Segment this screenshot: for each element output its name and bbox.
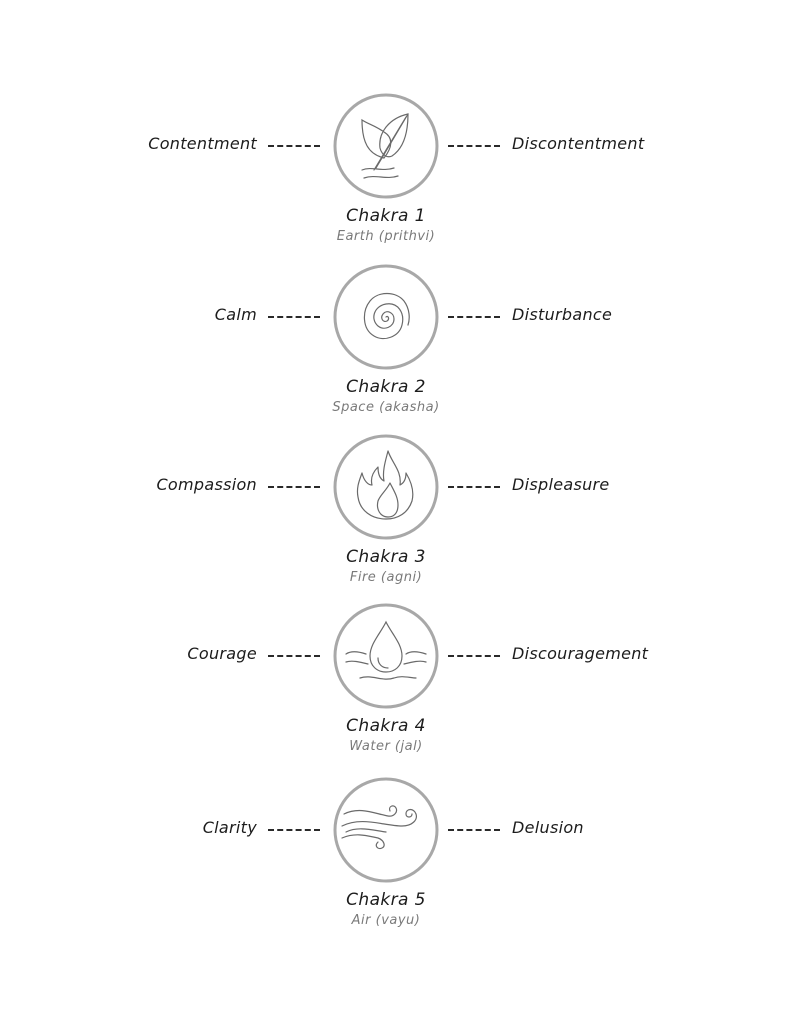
spiral-icon <box>332 263 440 371</box>
connector-dash-right <box>448 486 500 488</box>
connector-dash-left <box>268 829 320 831</box>
connector-dash-right <box>448 145 500 147</box>
chakra-element: Water (jal) <box>349 739 423 754</box>
chakra-title: Chakra 5 <box>346 890 426 910</box>
connector-dash-left <box>268 655 320 657</box>
water-drop-icon <box>332 602 440 710</box>
connector-dash-left <box>268 145 320 147</box>
negative-quality-label: Discontentment <box>512 134 645 153</box>
connector-dash-right <box>448 655 500 657</box>
positive-quality-label: Contentment <box>148 134 257 153</box>
connector-dash-left <box>268 486 320 488</box>
connector-dash-left <box>268 316 320 318</box>
chakra-element: Earth (prithvi) <box>336 229 436 244</box>
chakra-element: Air (vayu) <box>351 913 421 928</box>
negative-quality-label: Delusion <box>512 818 584 837</box>
chakra-row-2: Calm Disturbance Chakra 2 Space (akasha) <box>0 263 800 433</box>
flame-icon <box>332 433 440 541</box>
chakra-row-5: Clarity Delusion Chakra 5 Air (vayu) <box>0 776 800 946</box>
chakra-row-4: Courage Discouragement Chakra 4 Water (j… <box>0 602 800 772</box>
negative-quality-label: Displeasure <box>512 475 610 494</box>
negative-quality-label: Discouragement <box>512 644 649 663</box>
chakra-title: Chakra 3 <box>346 547 426 567</box>
chakra-element: Fire (agni) <box>349 570 423 585</box>
chakra-element: Space (akasha) <box>332 400 440 415</box>
wind-icon <box>332 776 440 884</box>
chakra-title: Chakra 1 <box>346 206 426 226</box>
negative-quality-label: Disturbance <box>512 305 613 324</box>
chakra-title: Chakra 2 <box>346 377 426 397</box>
chakra-title: Chakra 4 <box>346 716 426 736</box>
connector-dash-right <box>448 829 500 831</box>
chakra-row-3: Compassion Displeasure Chakra 3 Fire (ag… <box>0 433 800 603</box>
positive-quality-label: Clarity <box>202 818 257 837</box>
positive-quality-label: Courage <box>187 644 257 663</box>
leaf-sprout-icon <box>332 92 440 200</box>
chakra-row-1: Contentment Discontentment Chakra 1 Eart… <box>0 92 800 262</box>
positive-quality-label: Compassion <box>156 475 257 494</box>
connector-dash-right <box>448 316 500 318</box>
positive-quality-label: Calm <box>214 305 257 324</box>
